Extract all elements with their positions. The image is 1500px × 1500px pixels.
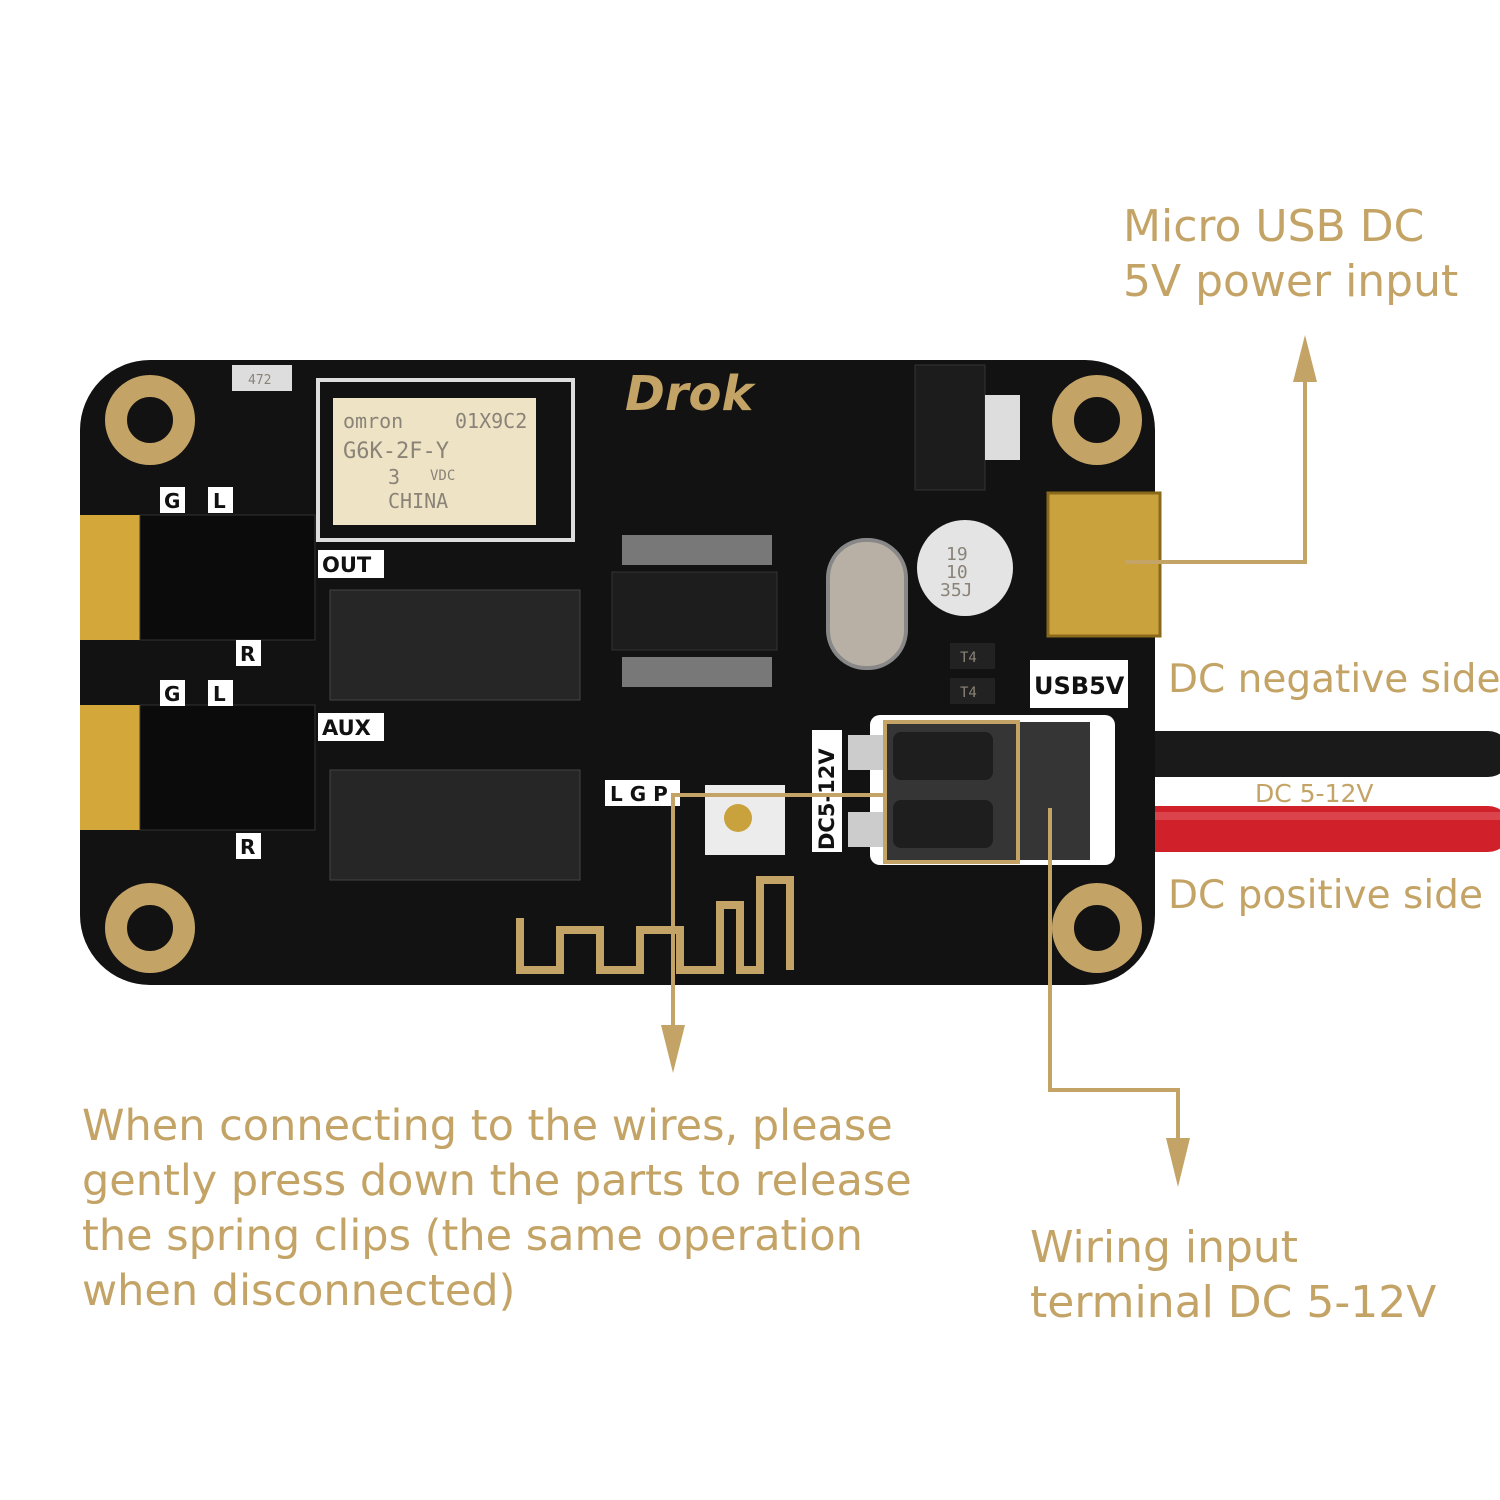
resistor-label: 472: [248, 373, 271, 388]
capacitor: 19 10 35J: [917, 520, 1013, 616]
svg-text:35J: 35J: [940, 580, 973, 601]
wire-voltage-label: DC 5-12V: [1255, 779, 1374, 808]
audio-jack-out: [80, 514, 316, 641]
wiring-note-line: gently press down the parts to release: [82, 1156, 912, 1206]
pin-header: [329, 769, 581, 881]
audio-jack-aux: [80, 704, 316, 831]
wire-terminal-block: [848, 715, 1115, 865]
silk-dc: DC5-12V: [815, 748, 839, 850]
mounting-hole: [105, 883, 195, 973]
svg-text:10: 10: [946, 562, 968, 583]
spring-clip-callout-line: [671, 793, 885, 1040]
svg-text:omron: omron: [343, 409, 403, 433]
silk-g: G: [164, 489, 180, 513]
wiring-note-line: when disconnected): [82, 1266, 515, 1316]
mounting-hole: [105, 375, 195, 465]
callout-lines: [671, 370, 1307, 1150]
silk-usb5v: USB5V: [1034, 672, 1125, 700]
dc-negative-label: DC negative side: [1168, 657, 1500, 702]
usb-callout-line: [1125, 370, 1307, 564]
usb-input-label: Micro USB DC: [1123, 201, 1424, 252]
silk-g: G: [164, 682, 180, 706]
silk-r: R: [240, 835, 255, 859]
dc-positive-label: DC positive side: [1168, 873, 1483, 918]
svg-text:3: 3: [388, 465, 400, 489]
arrow-down-icon: [661, 1025, 685, 1073]
ic-chip: [611, 571, 778, 651]
diode-label: T4: [960, 685, 977, 701]
crystal: [826, 538, 908, 670]
voltage-regulator: [914, 364, 986, 491]
silk-lgp: L G P: [610, 782, 668, 806]
wires: [1080, 731, 1500, 852]
usb-input-label: 5V power input: [1123, 256, 1458, 307]
pcb-antenna: [516, 876, 794, 974]
brand-logo: Drok: [625, 366, 756, 422]
pin-header: [329, 589, 581, 701]
silk-r: R: [240, 642, 255, 666]
relay: omron 01X9C2 G6K-2F-Y 3 VDC CHINA: [316, 378, 575, 542]
silk-l: L: [213, 682, 226, 706]
svg-text:VDC: VDC: [430, 468, 455, 484]
silk-aux: AUX: [322, 716, 371, 740]
mounting-holes: [105, 375, 1142, 973]
svg-text:01X9C2: 01X9C2: [455, 409, 527, 433]
svg-text:19: 19: [946, 544, 968, 565]
negative-wire: [1080, 731, 1500, 777]
svg-text:CHINA: CHINA: [388, 489, 448, 513]
diode-label: T4: [960, 650, 977, 666]
wiring-terminal-label: Wiring input: [1030, 1222, 1298, 1273]
mounting-hole: [1052, 375, 1142, 465]
silk-out: OUT: [322, 553, 372, 577]
arrow-up-icon: [1293, 335, 1317, 382]
arrow-down-icon: [1166, 1138, 1190, 1187]
wiring-note-line: the spring clips (the same operation: [82, 1211, 863, 1261]
micro-usb-port: [1046, 491, 1162, 638]
wiring-note-line: When connecting to the wires, please: [82, 1101, 893, 1151]
terminal-callout-line: [1048, 808, 1180, 1150]
mounting-hole: [1052, 883, 1142, 973]
spring-clip-highlight: [883, 720, 1020, 864]
svg-text:G6K-2F-Y: G6K-2F-Y: [343, 439, 449, 464]
silk-l: L: [213, 489, 226, 513]
wiring-terminal-label: terminal DC 5-12V: [1030, 1277, 1436, 1328]
